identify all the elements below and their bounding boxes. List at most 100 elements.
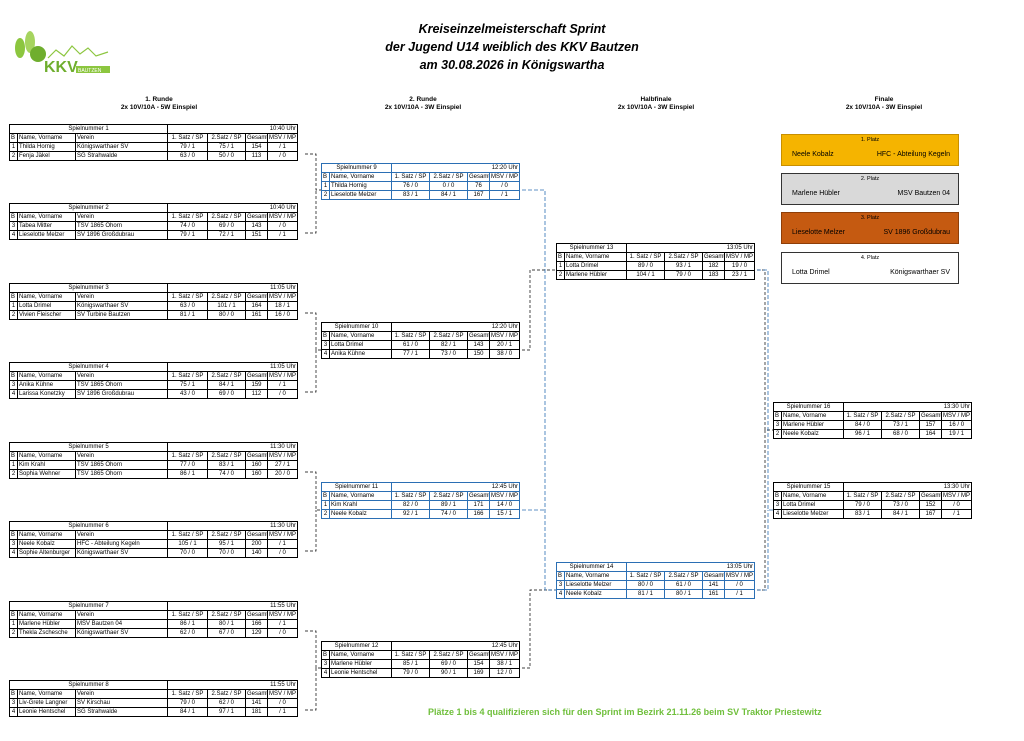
column-header: 1. Satz / SP [167, 371, 208, 381]
table-cell: 79 / 1 [167, 142, 208, 152]
column-header: MSV / MP [489, 172, 521, 182]
column-header: MSV / MP [940, 411, 973, 421]
table-cell: / 0 [266, 628, 299, 638]
table-cell: 73 / 0 [429, 349, 468, 359]
table-cell: 152 [919, 500, 942, 510]
column-header: 2.Satz / SP [207, 610, 246, 620]
final-header: Finale 2x 10V/10A - 3W Einspiel [825, 96, 943, 112]
table-cell: 3 [321, 340, 330, 350]
column-header: B [321, 491, 330, 501]
column-header: MSV / MP [723, 571, 756, 581]
column-header: B [556, 571, 565, 581]
place-2-box: 2. Platz Marlene Hübler MSV Bautzen 04 [781, 173, 959, 205]
column-header: Name, Vorname [17, 133, 76, 143]
table-cell: TSV 1865 Ohorn [75, 469, 168, 479]
column-header: B [9, 451, 18, 461]
table-cell: 61 / 0 [391, 340, 430, 350]
column-header: Gesamt [919, 411, 942, 421]
column-header: 2.Satz / SP [207, 371, 246, 381]
table-cell: 67 / 0 [207, 628, 246, 638]
table-cell: SV Kirschau [75, 698, 168, 708]
column-header: 1. Satz / SP [391, 331, 430, 341]
table-cell: 2 [556, 270, 565, 280]
round-1-header: 1. Runde 2x 10V/10A - 5W Einspiel [100, 96, 218, 112]
table-cell: 169 [467, 668, 490, 678]
table-cell: 82 / 0 [391, 500, 430, 510]
column-header: Name, Vorname [564, 571, 627, 581]
table-cell: Königswarthaer SV [75, 548, 168, 558]
column-header: 1. Satz / SP [843, 411, 882, 421]
title-line-2: der Jugend U14 weiblich des KKV Bautzen [385, 40, 639, 54]
table-cell: SG Strahwalde [75, 151, 168, 161]
table-cell: 14 / 0 [488, 500, 521, 510]
table-cell: / 0 [723, 580, 756, 590]
table-cell: 74 / 0 [167, 221, 208, 231]
table-cell: 96 / 1 [843, 429, 882, 439]
column-header: MSV / MP [488, 331, 521, 341]
table-cell: 80 / 1 [207, 619, 246, 629]
match-number: Spielnummer 15 [773, 482, 844, 492]
table-cell: SG Strahwalde [75, 707, 168, 717]
column-header: 2.Satz / SP [207, 530, 246, 540]
place-name: Lotta Drimel [792, 269, 830, 276]
table-cell: / 1 [266, 380, 299, 390]
column-header: Verein [75, 689, 168, 699]
column-header: Gesamt [467, 650, 490, 660]
round-title: Finale [874, 96, 894, 103]
table-cell: 2 [9, 628, 18, 638]
column-header: 1. Satz / SP [167, 610, 208, 620]
column-header: 1. Satz / SP [391, 650, 430, 660]
match-number: Spielnummer 9 [320, 163, 393, 173]
table-cell: 72 / 1 [207, 230, 246, 240]
column-header: Name, Vorname [17, 292, 76, 302]
column-header: 2.Satz / SP [429, 491, 468, 501]
table-cell: Leonie Hentschel [17, 707, 76, 717]
column-header: B [321, 331, 330, 341]
table-cell: 90 / 1 [429, 668, 468, 678]
table-cell: Lotta Drimel [17, 301, 76, 311]
place-1-box: 1. Platz Neele Kobalz HFC - Abteilung Ke… [781, 134, 959, 166]
table-cell: 16 / 0 [266, 310, 299, 320]
table-cell: / 0 [266, 548, 299, 558]
table-cell: 3 [9, 380, 18, 390]
column-header: Name, Vorname [328, 172, 393, 182]
table-cell: Vivien Fleischer [17, 310, 76, 320]
column-header: Gesamt [467, 172, 491, 182]
table-cell: 1 [321, 500, 330, 510]
table-cell: 73 / 0 [881, 500, 920, 510]
table-cell: 141 [702, 580, 725, 590]
column-header: 1. Satz / SP [167, 133, 208, 143]
table-cell: 80 / 1 [664, 589, 703, 599]
column-header: Gesamt [245, 530, 268, 540]
column-header: Name, Vorname [17, 371, 76, 381]
column-header: 2.Satz / SP [207, 292, 246, 302]
table-cell: 160 [245, 460, 268, 470]
column-header: Verein [75, 371, 168, 381]
match-number: Spielnummer 2 [9, 203, 168, 213]
column-header: 1. Satz / SP [626, 252, 665, 262]
table-cell: / 1 [266, 539, 299, 549]
table-cell: Lieselotte Melzer [328, 190, 393, 200]
match-time: 11:55 Uhr [166, 601, 299, 611]
table-cell: 1 [9, 460, 18, 470]
table-cell: Thilda Hornig [328, 181, 393, 191]
table-cell: 105 / 1 [167, 539, 208, 549]
table-cell: 76 / 0 [391, 181, 431, 191]
column-header: 1. Satz / SP [167, 689, 208, 699]
